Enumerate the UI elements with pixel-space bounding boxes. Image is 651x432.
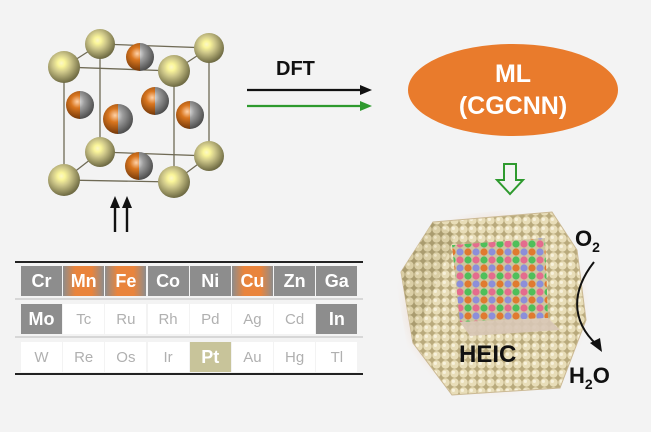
element-cell-au: Au <box>231 342 273 372</box>
element-cell-hg: Hg <box>274 342 316 372</box>
element-cell-cd: Cd <box>274 304 316 334</box>
nanoparticle <box>394 205 593 401</box>
oxygen-subscript: 2 <box>592 239 600 255</box>
water-label: H2O <box>569 363 610 392</box>
ml-label: ML (CGCNN) <box>408 44 618 136</box>
element-cell-cu: Cu <box>231 266 273 296</box>
periodic-table-frame <box>15 261 363 375</box>
oxygen-label: O2 <box>575 226 600 255</box>
element-cell-in: In <box>316 304 358 334</box>
water-subscript: 2 <box>584 376 593 392</box>
element-cell-pd: Pd <box>189 304 231 334</box>
reaction-arrow <box>576 261 602 352</box>
oxygen-symbol: O <box>575 226 593 251</box>
element-cell-ni: Ni <box>189 266 231 296</box>
dft-arrow-green <box>247 101 372 111</box>
element-cell-w: W <box>21 342 62 372</box>
up-double-arrow-icon <box>110 196 132 232</box>
element-cell-tl: Tl <box>316 342 358 372</box>
element-cell-ag: Ag <box>231 304 273 334</box>
dft-arrow-black <box>247 85 372 95</box>
heic-label: HEIC <box>459 341 517 368</box>
water-h: H <box>569 363 585 388</box>
water-o: O <box>592 363 610 388</box>
element-cell-rh: Rh <box>147 304 189 334</box>
element-cell-mn: Mn <box>63 266 105 296</box>
crystal-unit-cell <box>48 29 224 198</box>
dft-label: DFT <box>276 58 315 80</box>
element-cell-os: Os <box>105 342 147 372</box>
ml-model-ellipse <box>408 44 618 136</box>
element-cell-co: Co <box>147 266 189 296</box>
element-cell-mo: Mo <box>21 304 62 334</box>
element-cell-ir: Ir <box>147 342 189 372</box>
ml-title: ML <box>494 60 532 88</box>
element-cell-fe: Fe <box>105 266 147 296</box>
element-cell-pt: Pt <box>189 342 231 372</box>
ml-subtitle: (CGCNN) <box>458 92 568 120</box>
element-cell-zn: Zn <box>274 266 316 296</box>
element-cell-cr: Cr <box>21 266 62 296</box>
element-cell-tc: Tc <box>63 304 105 334</box>
element-cell-ru: Ru <box>105 304 147 334</box>
element-cell-ga: Ga <box>316 266 358 296</box>
down-arrow-icon <box>494 163 526 196</box>
element-cell-re: Re <box>63 342 105 372</box>
